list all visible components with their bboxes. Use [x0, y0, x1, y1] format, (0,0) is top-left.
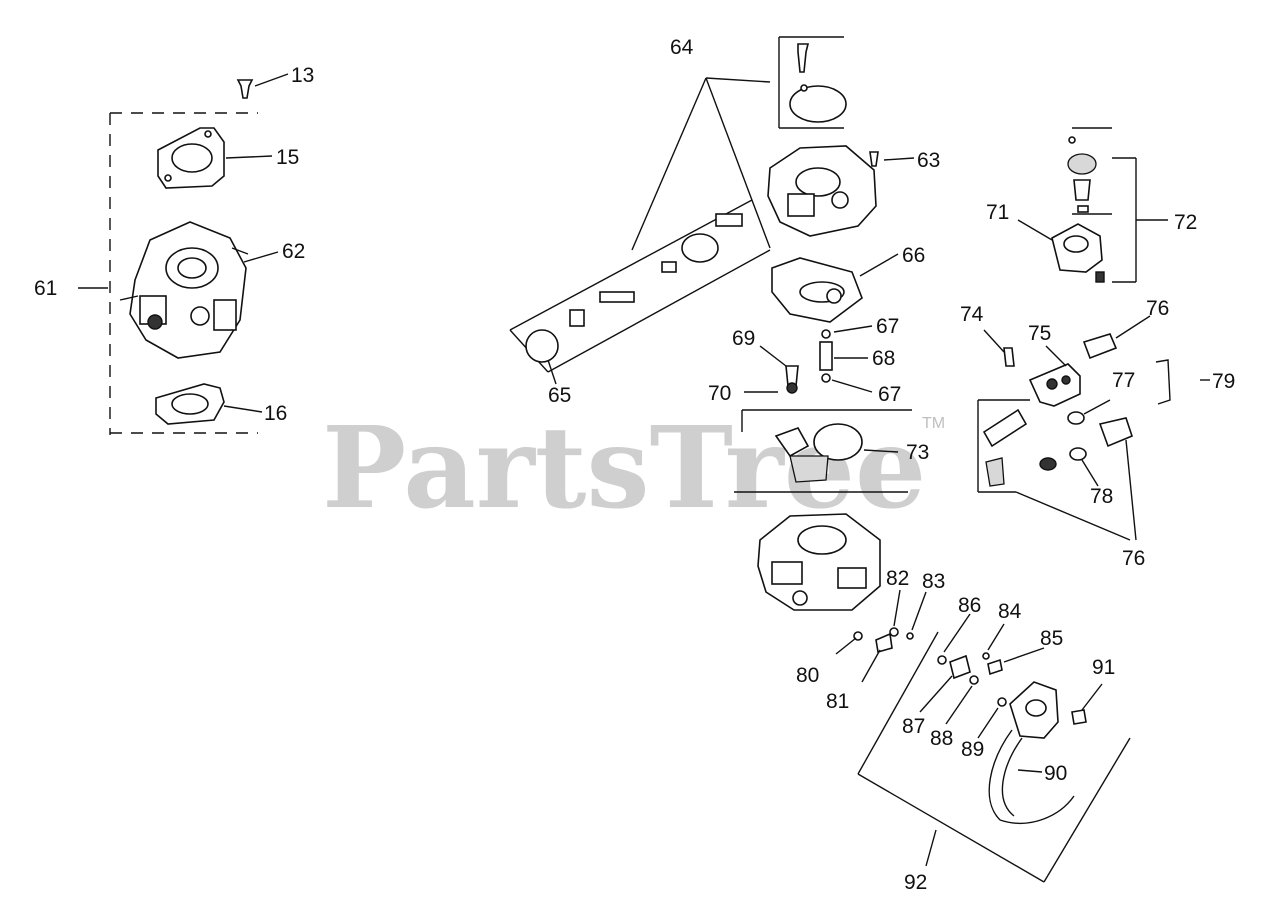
callout-86: 86 — [958, 594, 981, 617]
carburetor-bowl-base[interactable] — [757, 513, 881, 611]
part-74-pin[interactable] — [1003, 347, 1015, 367]
callout-85: 85 — [1040, 627, 1063, 650]
callout-73: 73 — [906, 441, 929, 464]
kit-76-group — [977, 399, 1137, 541]
part-66-gasket[interactable] — [771, 257, 863, 323]
callout-66: 66 — [902, 244, 925, 267]
callout-90: 90 — [1044, 762, 1067, 785]
callout-91: 91 — [1092, 656, 1115, 679]
callout-78: 78 — [1090, 485, 1113, 508]
part-76-plate[interactable] — [1082, 333, 1118, 360]
part-73-float-assembly[interactable] — [734, 409, 912, 493]
callout-77: 77 — [1112, 369, 1135, 392]
assembly-61-group — [78, 73, 289, 435]
trademark-mark: TM — [922, 415, 945, 432]
callout-80: 80 — [796, 664, 819, 687]
callout-63: 63 — [917, 149, 940, 172]
callout-70: 70 — [708, 382, 731, 405]
callout-79: 79 — [1212, 370, 1235, 393]
parts-84-89-fittings[interactable] — [937, 652, 1007, 707]
kit-64-group — [509, 36, 847, 385]
callout-62: 62 — [282, 240, 305, 263]
callout-92: 92 — [904, 871, 927, 894]
callout-75: 75 — [1028, 322, 1051, 345]
part-62-carburetor[interactable] — [119, 221, 249, 359]
part-64-screws-diaphragm[interactable] — [789, 43, 847, 123]
callout-84: 84 — [998, 600, 1022, 623]
callout-64: 64 — [670, 36, 694, 59]
callout-82: 82 — [886, 567, 909, 590]
callout-15: 15 — [276, 146, 299, 169]
part-65-spacer-kit[interactable] — [525, 213, 743, 363]
part-63-carburetor-top[interactable] — [767, 145, 879, 237]
part-72-spring-kit[interactable] — [1067, 136, 1105, 283]
callout-83: 83 — [922, 570, 945, 593]
callout-76-bottom: 76 — [1122, 547, 1145, 570]
part-75-gasket[interactable] — [1028, 363, 1081, 407]
callout-69: 69 — [732, 327, 755, 350]
part-67-68-needle[interactable] — [819, 329, 833, 383]
callout-16: 16 — [264, 402, 287, 425]
callout-81: 81 — [826, 690, 849, 713]
part-91-screw[interactable] — [1071, 709, 1087, 725]
kit-72-group — [1067, 127, 1168, 283]
part-13-screw[interactable] — [236, 79, 254, 99]
part-78-fittings[interactable] — [982, 408, 1087, 487]
part-16-gasket[interactable] — [155, 383, 225, 425]
callout-71: 71 — [986, 201, 1009, 224]
callout-72: 72 — [1174, 211, 1197, 234]
callout-76-top: 76 — [1146, 297, 1169, 320]
callout-68: 68 — [872, 347, 895, 370]
callout-65: 65 — [548, 384, 571, 407]
part-71-valve-body[interactable] — [1051, 223, 1103, 273]
part-15-gasket[interactable] — [157, 127, 225, 189]
callout-88: 88 — [930, 727, 953, 750]
callout-89: 89 — [961, 738, 984, 761]
part-69-70-screw[interactable] — [785, 365, 799, 394]
callout-74: 74 — [960, 303, 984, 326]
part-79-clip[interactable] — [1155, 359, 1171, 405]
callout-87: 87 — [902, 715, 925, 738]
callout-13: 13 — [291, 64, 314, 87]
part-77-check-valve[interactable] — [1067, 411, 1133, 448]
part-90-primer-hose[interactable] — [988, 681, 1075, 824]
callout-61: 61 — [34, 277, 57, 300]
callout-67-top: 67 — [876, 315, 899, 338]
kit-92-group — [857, 631, 1131, 883]
parts-80-83-screws-washers[interactable] — [853, 627, 914, 654]
callout-67-bottom: 67 — [878, 383, 901, 406]
